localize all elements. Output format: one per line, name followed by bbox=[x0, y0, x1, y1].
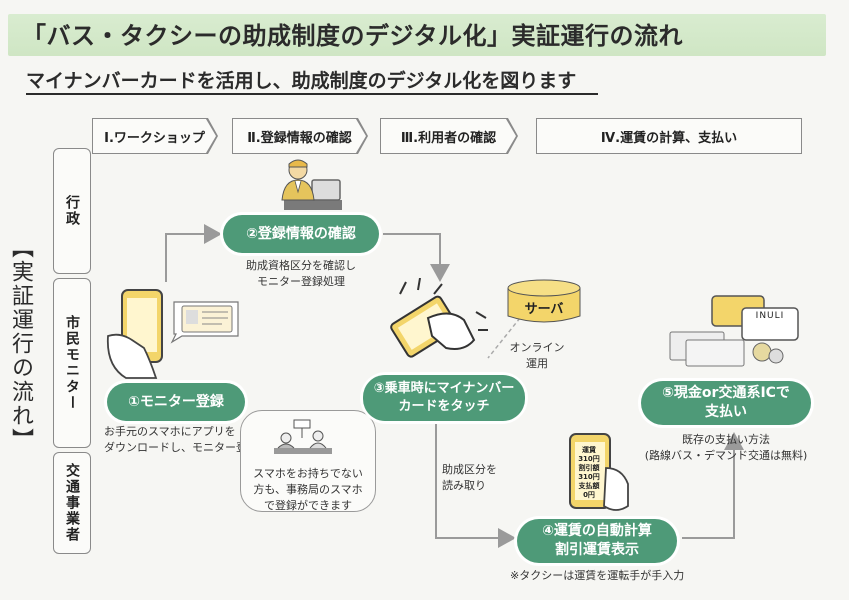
row-operator-label: 交通事業者 bbox=[64, 463, 80, 543]
my-number-card-icon bbox=[170, 301, 239, 344]
phase-4: Ⅳ.運賃の計算、支払い bbox=[536, 118, 802, 154]
fare-phone-icon bbox=[569, 433, 629, 511]
step-2-wrap: ②登録情報の確認 bbox=[220, 212, 382, 256]
step-4-pill: ④運賃の自動計算 割引運賃表示 bbox=[517, 519, 677, 563]
server-note-line-1: オンライン bbox=[509, 341, 565, 354]
arrow-1-to-2 bbox=[165, 224, 222, 282]
office-staff-icon bbox=[274, 419, 332, 454]
step-4-wrap: ④運賃の自動計算 割引運賃表示 bbox=[514, 516, 680, 566]
fare-line-4: 310円 bbox=[578, 473, 600, 482]
page-title: 「バス・タクシーの助成制度のデジタル化」実証運行の流れ bbox=[22, 22, 684, 50]
phase-1-label: Ⅰ.ワークショップ bbox=[93, 119, 216, 153]
read-note: 助成区分を 読み取り bbox=[442, 462, 506, 494]
phase-2: Ⅱ.登録情報の確認 bbox=[232, 118, 368, 154]
server-note-line-2: 運用 bbox=[526, 356, 548, 370]
row-operator: 交通事業者 bbox=[53, 452, 91, 554]
cash-ic-card-icon bbox=[669, 295, 799, 367]
step-4-label-line-2: 割引運賃表示 bbox=[554, 542, 639, 558]
phase-2-label: Ⅱ.登録情報の確認 bbox=[233, 119, 366, 153]
step-1-note-line-2: ダウンロードし、モニター登録 bbox=[104, 440, 258, 454]
step-1-note-line-1: お手元のスマホにアプリを bbox=[104, 425, 236, 438]
step-2-note: 助成資格区分を確認し モニター登録処理 bbox=[234, 258, 368, 290]
server-label: サーバ bbox=[524, 302, 564, 317]
step-3-pill: ③乗車時にマイナンバー カードをタッチ bbox=[363, 375, 525, 421]
arrow-3-to-4 bbox=[435, 422, 516, 548]
step-5-note-line-2: (路線バス・デマンド交通は無料) bbox=[644, 448, 808, 462]
subtitle-underline bbox=[26, 93, 598, 95]
row-citizen: 市民モニター bbox=[53, 278, 91, 448]
fare-line-6: 0円 bbox=[583, 491, 595, 500]
step-1-pill: ①モニター登録 bbox=[107, 383, 245, 421]
phase-3: Ⅲ.利用者の確認 bbox=[380, 118, 518, 154]
step-5-label-line-2: 支払い bbox=[704, 404, 747, 420]
step-5-pill: ⑤現金or交通系ICで 支払い bbox=[641, 381, 811, 425]
step-2-label: ②登録情報の確認 bbox=[246, 225, 356, 242]
read-note-line-2: 読み取り bbox=[442, 478, 486, 492]
read-note-line-1: 助成区分を bbox=[442, 463, 497, 476]
row-admin: 行政 bbox=[53, 148, 91, 274]
phase-1: Ⅰ.ワークショップ bbox=[92, 118, 218, 154]
step-5-wrap: ⑤現金or交通系ICで 支払い bbox=[638, 378, 814, 428]
step-2-note-line-2: モニター登録処理 bbox=[257, 274, 345, 288]
step-5-note-line-1: 既存の支払い方法 bbox=[682, 433, 770, 446]
fare-line-1: 運賃 bbox=[582, 446, 596, 454]
server-link bbox=[487, 317, 521, 359]
arrow-4-to-5 bbox=[682, 432, 744, 539]
admin-worker-icon bbox=[281, 159, 342, 210]
row-admin-label: 行政 bbox=[64, 195, 80, 227]
step-2-note-line-1: 助成資格区分を確認し bbox=[246, 259, 356, 272]
title-banner bbox=[8, 14, 826, 56]
card-touch-icon bbox=[390, 278, 488, 358]
bubble-line-2: 方も、事務局のスマホ bbox=[253, 482, 363, 496]
side-label: 【実証運行の流れ】 bbox=[8, 236, 33, 452]
step-1-label: ①モニター登録 bbox=[128, 393, 224, 410]
server-note: オンライン 運用 bbox=[506, 340, 568, 372]
step-5-label-line-1: ⑤現金or交通系ICで bbox=[662, 385, 790, 402]
step-3-label-line-2: カードをタッチ bbox=[398, 399, 490, 414]
step-5-note: 既存の支払い方法 (路線バス・デマンド交通は無料) bbox=[636, 432, 816, 464]
page-subtitle: マイナンバーカードを活用し、助成制度のデジタル化を図ります bbox=[26, 70, 577, 92]
step-3-label-line-1: ③乗車時にマイナンバー bbox=[373, 381, 515, 397]
bubble-line-1: スマホをお持ちでない bbox=[253, 467, 363, 480]
server-icon bbox=[507, 279, 581, 323]
fare-line-5: 支払額 bbox=[578, 482, 600, 491]
fare-line-2: 310円 bbox=[578, 455, 600, 464]
smartphone-hand-icon bbox=[106, 289, 163, 379]
fare-line-3: 割引額 bbox=[578, 464, 600, 473]
step-2-pill: ②登録情報の確認 bbox=[223, 215, 379, 253]
bubble-line-3: で登録ができます bbox=[264, 498, 352, 512]
fare-phone-screen: 運賃 310円 割引額 310円 支払額 0円 bbox=[574, 446, 604, 501]
arrow-2-to-3 bbox=[383, 233, 450, 282]
step-4-note: ※タクシーは運賃を運転手が手入力 bbox=[510, 569, 685, 582]
row-citizen-label: 市民モニター bbox=[64, 315, 80, 411]
step-1-wrap: ①モニター登録 bbox=[104, 380, 248, 424]
step-3-wrap: ③乗車時にマイナンバー カードをタッチ bbox=[360, 372, 528, 424]
ic-card-text: INULI bbox=[755, 311, 785, 321]
phase-3-label: Ⅲ.利用者の確認 bbox=[381, 119, 516, 153]
step-4-label-line-1: ④運賃の自動計算 bbox=[542, 523, 652, 540]
step-1-note: お手元のスマホにアプリを ダウンロードし、モニター登録 bbox=[104, 424, 258, 456]
office-help-text: スマホをお持ちでない 方も、事務局のスマホ で登録ができます bbox=[244, 466, 372, 514]
